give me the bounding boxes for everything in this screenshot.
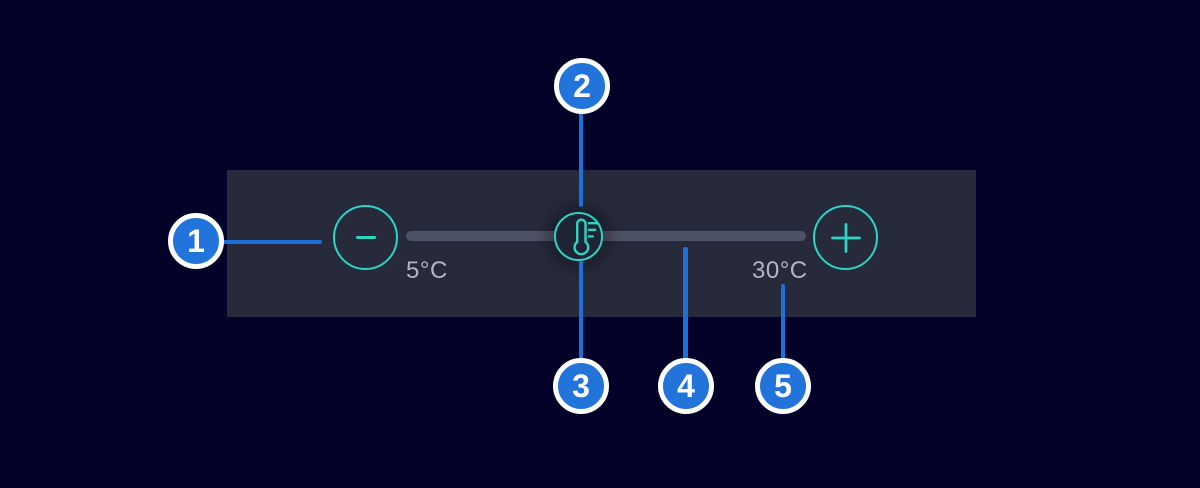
callout-badge-1: 1: [168, 213, 224, 269]
thermometer-icon: [572, 217, 599, 255]
callout-line-2: [578, 113, 584, 207]
callout-line-3: [578, 261, 584, 359]
min-temp-label: 5°C: [406, 257, 448, 284]
increase-temperature-button[interactable]: [813, 205, 878, 270]
slider-track[interactable]: [406, 231, 806, 241]
plus-icon: [830, 222, 861, 253]
callout-line-5: [780, 284, 786, 359]
callout-line-4: [683, 247, 688, 359]
callout-badge-2: 2: [554, 58, 610, 114]
minus-icon: [355, 235, 376, 240]
max-temp-label: 30°C: [752, 257, 808, 284]
callout-badge-4: 4: [658, 358, 714, 414]
decrease-temperature-button[interactable]: [333, 205, 398, 270]
slider-thumb[interactable]: [554, 212, 603, 261]
callout-badge-5: 5: [755, 358, 811, 414]
callout-line-1: [222, 239, 322, 244]
temperature-control-panel: 5°C 30°C: [227, 170, 976, 317]
callout-badge-3: 3: [553, 358, 609, 414]
